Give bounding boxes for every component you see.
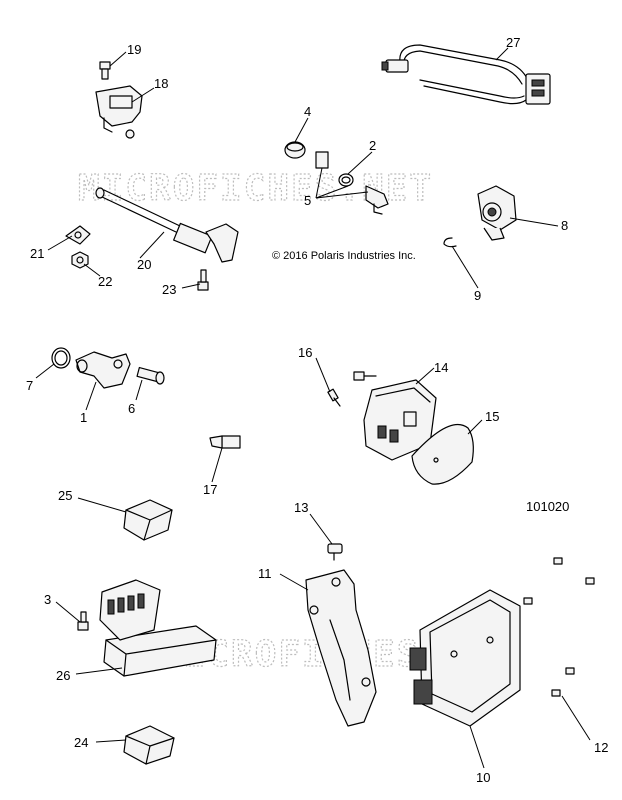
callout-27: 27 xyxy=(506,35,520,50)
callout-16: 16 xyxy=(298,345,312,360)
callout-21: 21 xyxy=(30,246,44,261)
callout-13: 13 xyxy=(294,500,308,515)
callout-22: 22 xyxy=(98,274,112,289)
part-26-module xyxy=(99,579,217,677)
reference-number: 101020 xyxy=(526,499,569,514)
part-11-bracket xyxy=(305,569,377,727)
callout-5: 5 xyxy=(304,193,311,208)
part-3-bolt xyxy=(77,611,89,631)
part-21-bracket xyxy=(65,225,91,245)
callout-26: 26 xyxy=(56,668,70,683)
part-16-screws xyxy=(327,371,377,407)
callout-20: 20 xyxy=(137,257,151,272)
part-13-bolt xyxy=(327,543,343,561)
callout-15: 15 xyxy=(485,409,499,424)
part-10-ecu xyxy=(409,589,521,727)
part-23-bolt xyxy=(197,269,209,291)
callout-2: 2 xyxy=(369,138,376,153)
part-19-bolt xyxy=(99,61,111,80)
part-25-relay xyxy=(123,499,173,541)
callout-23: 23 xyxy=(162,282,176,297)
part-4-cap xyxy=(284,141,306,159)
part-5-sensor xyxy=(315,151,389,215)
callout-10: 10 xyxy=(476,770,490,785)
callout-9: 9 xyxy=(474,288,481,303)
callout-12: 12 xyxy=(594,740,608,755)
callout-1: 1 xyxy=(80,410,87,425)
part-24-switch xyxy=(123,725,175,765)
part-6-bolt xyxy=(136,366,165,385)
callout-11: 11 xyxy=(258,566,272,581)
callout-8: 8 xyxy=(561,218,568,233)
callout-4: 4 xyxy=(304,104,311,119)
callout-6: 6 xyxy=(128,401,135,416)
part-15-cover xyxy=(411,423,474,485)
part-14-fuse-box xyxy=(363,379,437,461)
leader-lines xyxy=(35,47,591,769)
callout-17: 17 xyxy=(203,482,217,497)
callout-3: 3 xyxy=(44,592,51,607)
part-8-knock-sensor xyxy=(477,185,517,241)
part-2-oring xyxy=(338,173,354,187)
part-27-cable xyxy=(381,44,551,105)
callout-24: 24 xyxy=(74,735,88,750)
part-17-temp-sensor xyxy=(209,435,241,449)
part-18-sensor xyxy=(95,85,143,139)
part-9-clip xyxy=(443,237,457,248)
part-1-cam-sensor xyxy=(75,351,131,389)
callout-7: 7 xyxy=(26,378,33,393)
part-12-screws xyxy=(523,557,595,697)
callout-18: 18 xyxy=(154,76,168,91)
callout-19: 19 xyxy=(127,42,141,57)
part-20-sensor-cable xyxy=(95,187,239,263)
callout-25: 25 xyxy=(58,488,72,503)
part-7-oring xyxy=(51,347,71,369)
copyright-notice: © 2016 Polaris Industries Inc. xyxy=(272,250,416,262)
callout-14: 14 xyxy=(434,360,448,375)
